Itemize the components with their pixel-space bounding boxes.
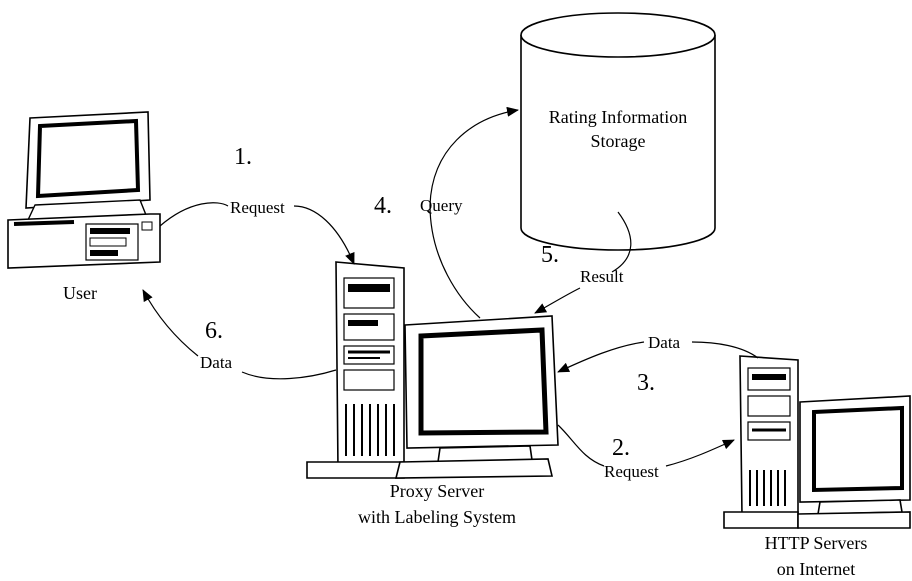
storage-label-line1: Rating Information bbox=[549, 107, 687, 127]
step-2-label: Request bbox=[604, 462, 659, 481]
http-label-line1: HTTP Servers bbox=[765, 533, 868, 553]
step-6-number: 6. bbox=[205, 318, 223, 344]
proxy-server-icon bbox=[306, 261, 559, 479]
step-1-number: 1. bbox=[234, 144, 252, 170]
storage-cylinder-icon bbox=[520, 12, 716, 251]
step-6-label: Data bbox=[200, 353, 233, 372]
arrow-1-request bbox=[159, 202, 354, 264]
user-label: User bbox=[63, 283, 97, 303]
proxy-label-line2: with Labeling System bbox=[358, 507, 516, 527]
proxy-label-line1: Proxy Server bbox=[390, 481, 484, 501]
http-label-line2: on Internet bbox=[777, 559, 855, 579]
user-computer-icon bbox=[7, 111, 161, 269]
step-3-number: 3. bbox=[637, 370, 655, 396]
step-4-number: 4. bbox=[374, 193, 392, 219]
arrow-5-result bbox=[535, 211, 632, 313]
step-1-label: Request bbox=[230, 198, 285, 217]
step-4-label: Query bbox=[420, 196, 463, 215]
http-servers-icon bbox=[723, 355, 911, 529]
step-3-label: Data bbox=[648, 333, 681, 352]
arrow-4-query bbox=[429, 106, 519, 319]
arrow-2-request bbox=[557, 424, 734, 467]
arrow-6-data bbox=[143, 290, 337, 380]
arrow-3-data bbox=[558, 341, 759, 372]
step-5-label: Result bbox=[580, 267, 624, 286]
step-2-number: 2. bbox=[612, 435, 630, 461]
storage-label-line2: Storage bbox=[591, 131, 646, 151]
step-5-number: 5. bbox=[541, 242, 559, 268]
